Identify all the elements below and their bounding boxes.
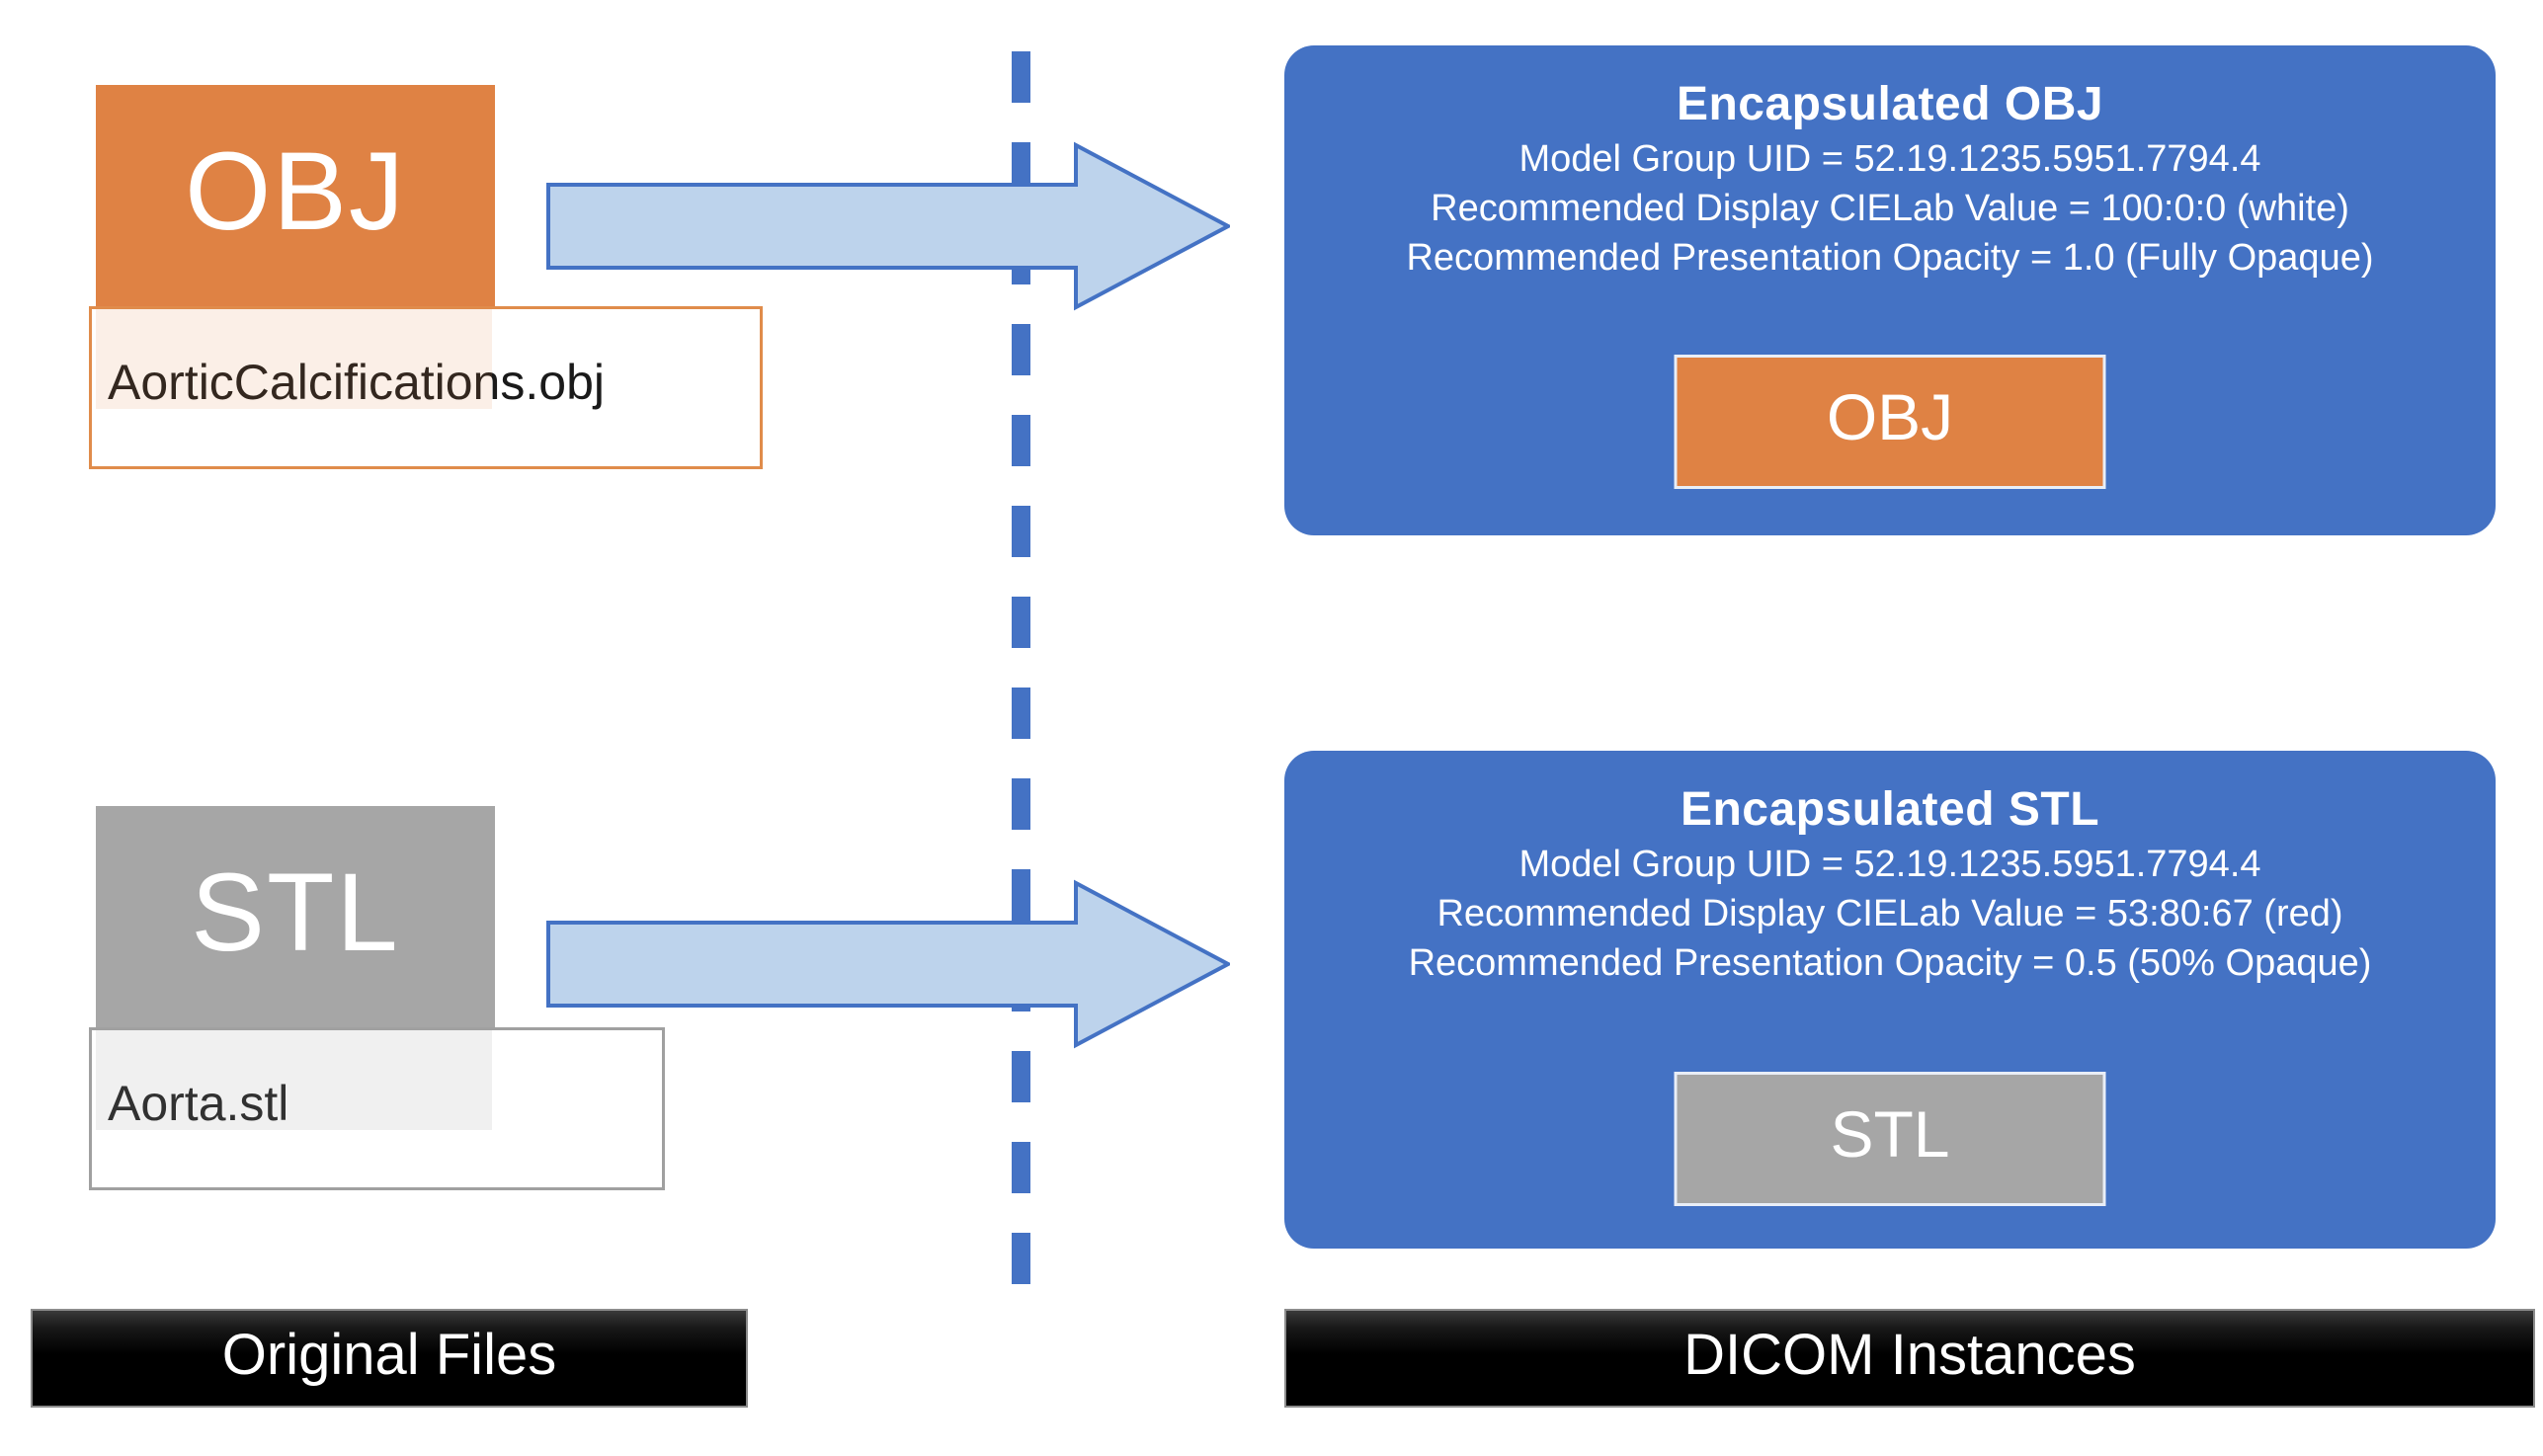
stl-file-name: Aorta.stl	[108, 1075, 289, 1131]
encapsulated-obj-chip: OBJ	[1674, 355, 2106, 489]
encapsulated-obj-line-3: Recommended Presentation Opacity = 1.0 (…	[1406, 237, 2374, 280]
encapsulated-obj-line-1: Model Group UID = 52.19.1235.5951.7794.4	[1518, 138, 2261, 180]
conversion-arrow-obj-icon	[546, 141, 1230, 311]
encapsulated-stl-line-1: Model Group UID = 52.19.1235.5951.7794.4	[1518, 844, 2261, 885]
encapsulated-stl-chip: STL	[1674, 1072, 2106, 1206]
stl-file-name-box: Aorta.stl	[89, 1027, 665, 1190]
obj-file-name-box: AorticCalcifications.obj	[89, 306, 763, 469]
encapsulated-stl-line-3: Recommended Presentation Opacity = 0.5 (…	[1408, 942, 2372, 985]
encapsulated-stl-title: Encapsulated STL	[1680, 783, 2100, 836]
original-files-banner-label: Original Files	[221, 1322, 557, 1387]
dicom-instances-banner-label: DICOM Instances	[1683, 1322, 2136, 1387]
conversion-arrow-stl-icon	[546, 879, 1230, 1049]
obj-file-icon: OBJ	[96, 85, 495, 306]
encapsulated-stl-chip-label: STL	[1830, 1097, 1950, 1171]
stl-file-icon-label: STL	[191, 850, 400, 974]
encapsulated-obj-panel: Encapsulated OBJ Model Group UID = 52.19…	[1284, 45, 2496, 535]
obj-file-name: AorticCalcifications.obj	[108, 354, 605, 410]
encapsulated-obj-title: Encapsulated OBJ	[1676, 78, 2104, 130]
dicom-instances-banner: DICOM Instances	[1284, 1309, 2535, 1408]
encapsulated-obj-chip-label: OBJ	[1826, 380, 1954, 453]
original-files-banner: Original Files	[31, 1309, 748, 1408]
obj-file-icon-label: OBJ	[185, 129, 406, 253]
encapsulated-stl-panel: Encapsulated STL Model Group UID = 52.19…	[1284, 751, 2496, 1249]
encapsulated-stl-line-2: Recommended Display CIELab Value = 53:80…	[1436, 893, 2343, 935]
encapsulated-obj-line-2: Recommended Display CIELab Value = 100:0…	[1431, 188, 2349, 230]
stl-file-icon: STL	[96, 806, 495, 1027]
